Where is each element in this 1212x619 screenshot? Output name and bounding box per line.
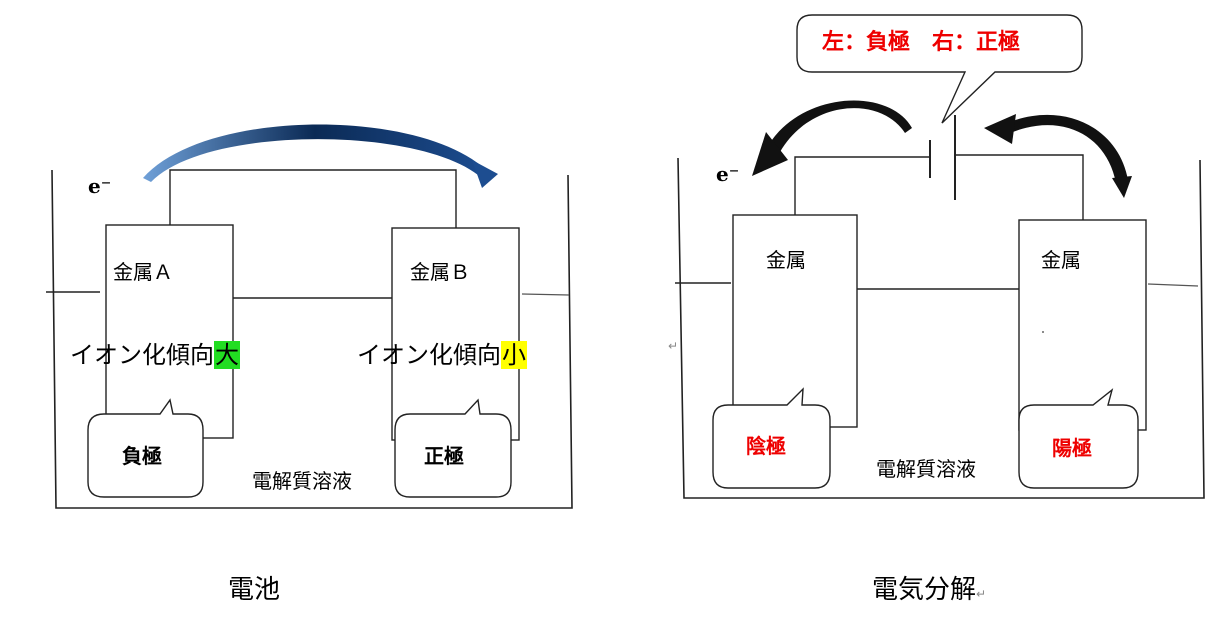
right-arrow-tail [1112,176,1132,198]
battery-external-wire [169,169,457,228]
callout-text: 左：負極 右：正極 [822,30,1021,55]
ion-tendency-a-text: イオン化傾向 [70,341,214,369]
anode-bubble-shape [1018,388,1139,489]
caption-return-mark: ↵ [976,587,987,601]
callout-box [796,14,1083,124]
cathode-label: 陰極 [746,434,786,458]
battery-electron-label: e⁻ [88,174,112,198]
battery-solution-label: 電解質溶液 [252,469,352,493]
speck-dot [1042,331,1044,333]
metal-b-label: 金属Ｂ [410,260,470,284]
negative-electrode-label: 負極 [122,444,162,468]
ion-tendency-b-level: 小 [501,341,527,369]
ion-tendency-a-level: 大 [214,341,240,369]
electrolysis-caption: 電気分解↵ [872,577,986,603]
battery-beaker [51,169,573,509]
battery-liquid-surface-right [521,293,570,296]
electrolysis-solution-label: 電解質溶液 [876,457,976,481]
side-return-mark: ↵ [668,339,679,353]
positive-bubble-shape [394,398,512,498]
battery-diagram [46,124,573,509]
right-metal-label: 金属 [1041,248,1081,272]
right-curved-arrow [1005,114,1128,183]
negative-bubble-shape [87,398,204,498]
left-metal-label: 金属 [766,248,806,272]
right-metal-electrode [1018,219,1147,431]
left-curved-arrowhead [752,132,788,176]
electrolysis-diagram [675,14,1205,499]
cathode-bubble-shape [712,387,831,489]
electrolysis-wire-left [794,156,930,218]
electrolysis-caption-text: 電気分解 [872,575,977,605]
electrolysis-wire-right [955,154,1084,220]
left-metal-electrode [732,214,858,428]
positive-electrode-label: 正極 [424,444,464,468]
ion-tendency-a: イオン化傾向大 [70,341,240,369]
battery-caption: 電池 [228,575,281,605]
anode-label: 陽極 [1052,436,1092,460]
electron-flow-arrow [143,124,486,182]
right-curved-arrowhead [984,114,1016,144]
metal-a-label: 金属Ａ [113,260,173,284]
electrolysis-beaker [677,157,1205,499]
ion-tendency-b-text: イオン化傾向 [357,341,501,369]
electrolysis-electron-label: e⁻ [716,162,740,186]
electrolysis-liquid-surface-right [1147,283,1199,287]
ion-tendency-b: イオン化傾向小 [357,341,527,369]
left-curved-arrow [768,100,912,152]
electron-flow-arrowhead [472,160,498,188]
